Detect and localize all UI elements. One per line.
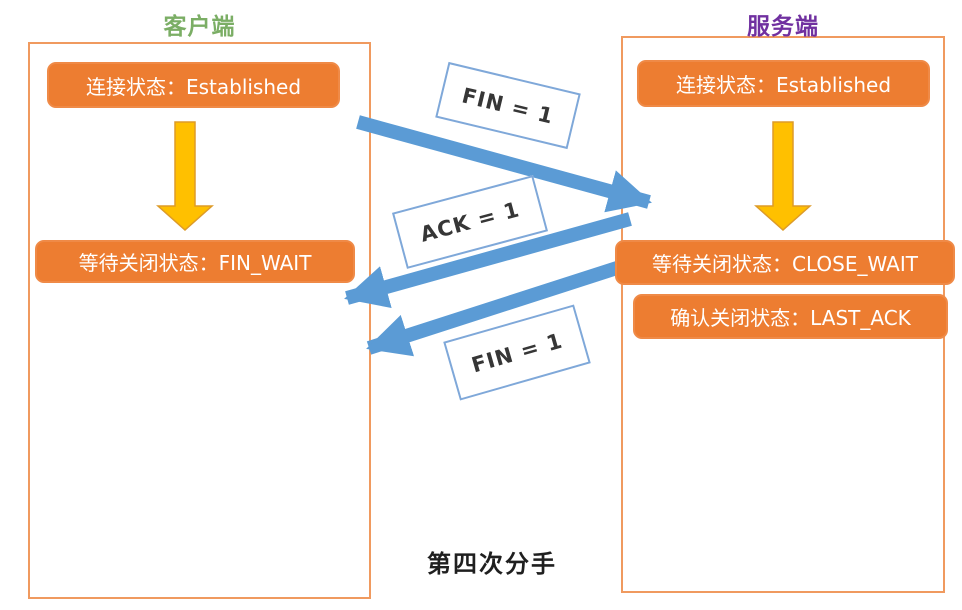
server-state-last-ack: 确认关闭状态：LAST_ACK — [633, 294, 948, 339]
ack-arrow-server-to-client — [344, 212, 632, 309]
fin-arrow-server-to-client — [366, 260, 623, 357]
server-state-established: 连接状态：Established — [637, 60, 930, 107]
client-down-arrow-icon — [156, 121, 214, 232]
fin-arrow-client-to-server — [356, 115, 652, 213]
server-state-close-wait: 等待关闭状态：CLOSE_WAIT — [615, 240, 955, 285]
diagram-caption: 第四次分手 — [427, 550, 557, 578]
server-down-arrow-icon — [754, 121, 812, 232]
client-state-established: 连接状态：Established — [47, 62, 340, 108]
client-state-fin-wait: 等待关闭状态：FIN_WAIT — [35, 240, 355, 283]
client-title: 客户端 — [163, 14, 236, 40]
server-title: 服务端 — [747, 14, 819, 40]
